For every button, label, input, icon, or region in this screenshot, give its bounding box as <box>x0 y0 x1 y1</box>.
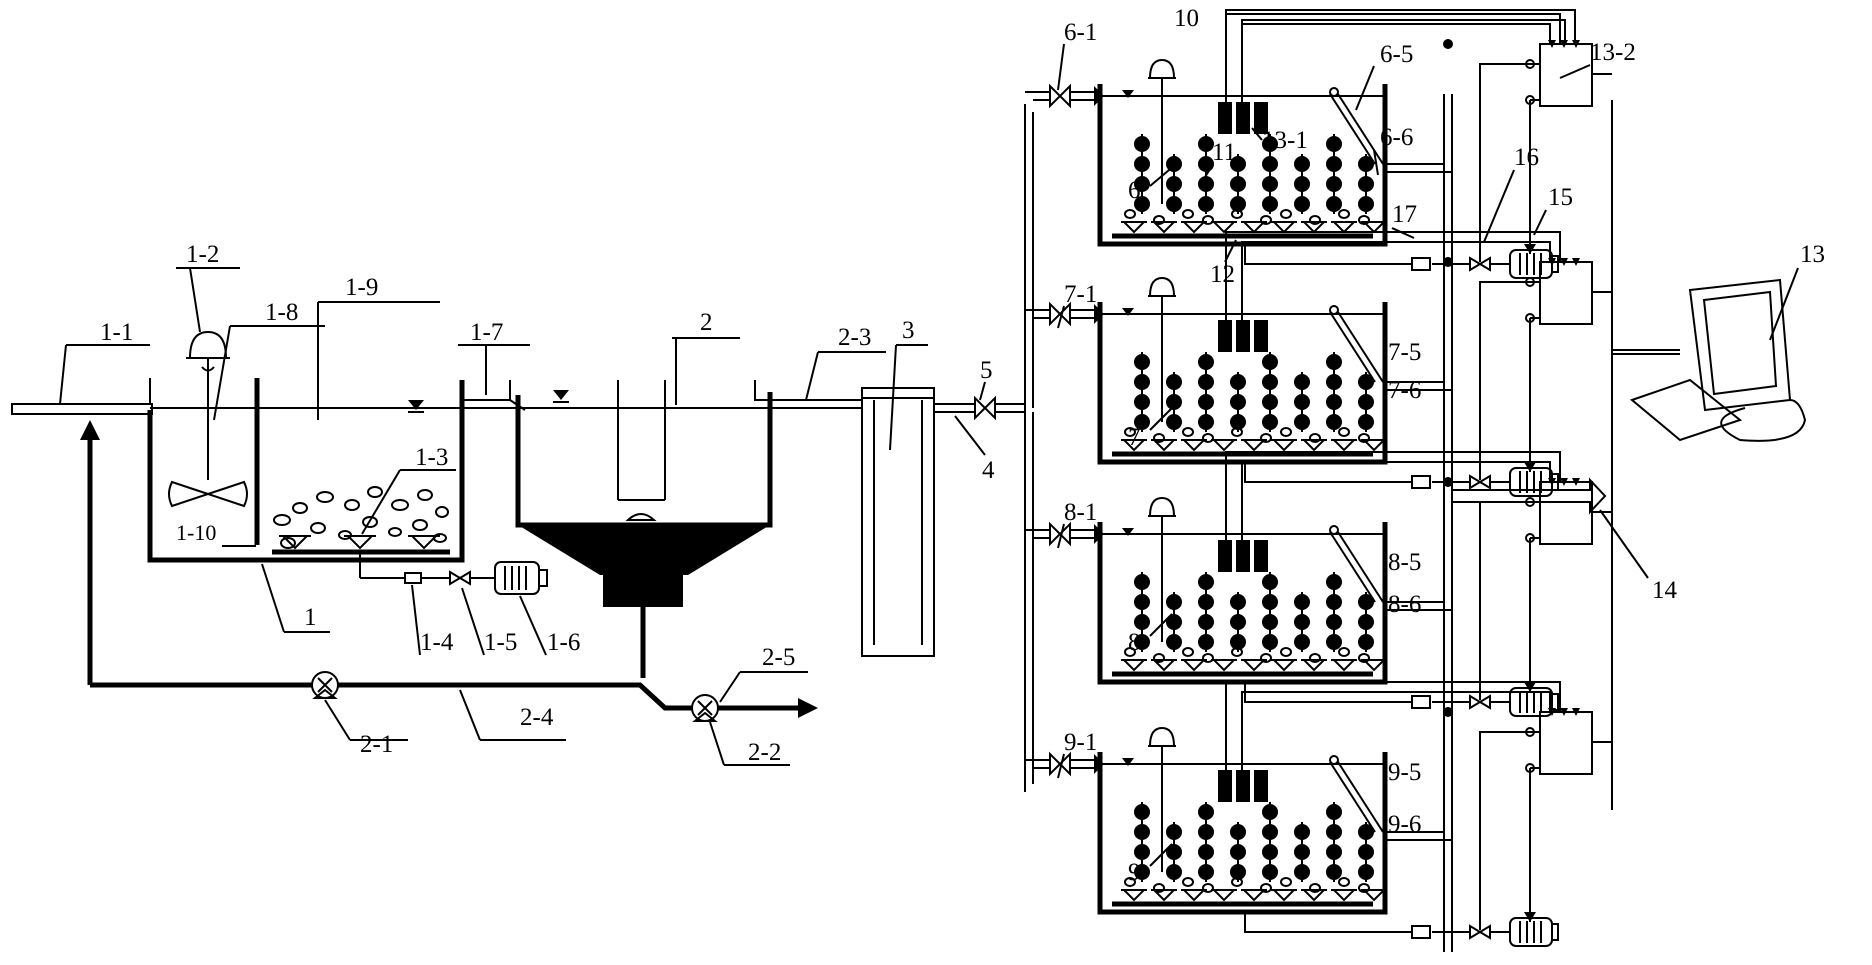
reactor-9 <box>1025 681 1612 952</box>
label-7-1: 7-1 <box>1064 281 1097 308</box>
label-1-9: 1-9 <box>345 274 378 301</box>
label-7: 7 <box>1128 424 1141 451</box>
label-1-10: 1-10 <box>176 520 216 545</box>
filter-column <box>861 387 935 657</box>
computer-icon <box>1629 278 1807 442</box>
label-1-8: 1-8 <box>265 299 298 326</box>
label-1-1: 1-1 <box>100 319 133 346</box>
label-2-2: 2-2 <box>748 739 781 766</box>
control-bus <box>1611 100 1680 810</box>
label-6: 6 <box>1128 177 1141 204</box>
waste-sludge-pump-icon <box>691 694 719 722</box>
reaction-tank <box>147 378 465 563</box>
label-1-6: 1-6 <box>547 629 580 656</box>
label-8-1: 8-1 <box>1064 499 1097 526</box>
label-12: 12 <box>1210 261 1235 288</box>
label-1-7: 1-7 <box>470 319 503 346</box>
label-1-4: 1-4 <box>420 629 454 656</box>
label-2-4: 2-4 <box>520 704 554 731</box>
reactor-6 <box>1025 13 1612 284</box>
label-6-5: 6-5 <box>1380 41 1413 68</box>
mixer-motor-icon <box>168 330 248 508</box>
aeration-air-line <box>360 570 495 586</box>
label-6-6: 6-6 <box>1380 124 1413 151</box>
label-1-3: 1-3 <box>415 444 448 471</box>
label-9-1: 9-1 <box>1064 729 1097 756</box>
filter-outlet-pipe <box>934 395 1025 421</box>
label-7-6: 7-6 <box>1388 377 1421 404</box>
label-13: 13 <box>1800 241 1825 268</box>
label-2-1: 2-1 <box>360 731 393 758</box>
label-8-5: 8-5 <box>1388 549 1421 576</box>
sludge-return-line <box>80 420 818 718</box>
label-7-5: 7-5 <box>1388 339 1421 366</box>
sedimentation-tank <box>515 380 773 607</box>
label-13-2: 13-2 <box>1590 39 1636 66</box>
effluent-pipe <box>770 399 862 409</box>
aerator-diffusers <box>272 535 450 578</box>
distribution-manifold <box>1024 104 1034 792</box>
label-14: 14 <box>1652 577 1678 604</box>
label-1-2: 1-2 <box>186 241 219 268</box>
carrier-particles <box>273 486 449 549</box>
reactor-7 <box>1025 231 1612 502</box>
label-9-5: 9-5 <box>1388 759 1421 786</box>
label-2: 2 <box>700 309 713 336</box>
label-15: 15 <box>1548 184 1573 211</box>
label-9: 9 <box>1128 859 1141 886</box>
reactor-8 <box>1025 451 1612 722</box>
outlet-arrow <box>1452 477 1607 515</box>
label-16: 16 <box>1514 144 1539 171</box>
label-2-5: 2-5 <box>762 644 795 671</box>
label-1-5: 1-5 <box>484 629 517 656</box>
label-9-6: 9-6 <box>1388 811 1421 838</box>
return-sludge-pump-icon <box>311 671 339 699</box>
label-6-1: 6-1 <box>1064 19 1097 46</box>
label-8: 8 <box>1128 629 1141 656</box>
air-blower-icon <box>494 561 548 595</box>
labels-layer: 1-1 1-2 1-8 1-9 1-7 2 2-3 3 5 4 1-3 1-10… <box>59 5 1825 886</box>
label-3: 3 <box>902 317 915 344</box>
label-11: 11 <box>1212 139 1236 166</box>
label-8-6: 8-6 <box>1388 591 1421 618</box>
label-1: 1 <box>304 604 317 631</box>
label-10: 10 <box>1174 5 1199 32</box>
label-4: 4 <box>982 457 995 484</box>
label-5: 5 <box>980 357 993 384</box>
label-2-3: 2-3 <box>838 324 871 351</box>
label-17: 17 <box>1392 201 1417 228</box>
label-13-1: 13-1 <box>1262 127 1308 154</box>
inlet-pipe <box>11 378 153 415</box>
reactor-bank <box>1025 9 1612 952</box>
